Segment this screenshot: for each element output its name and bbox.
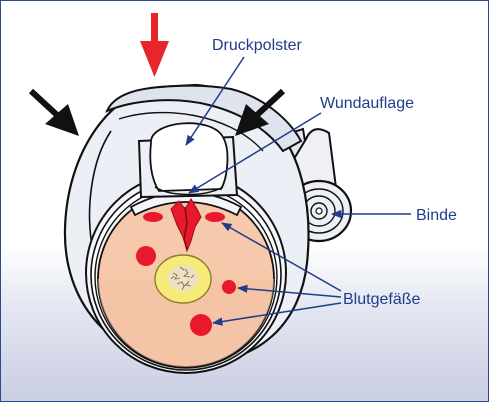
label-wundauflage: Wundauflage (320, 95, 414, 112)
blood-vessel (143, 212, 163, 222)
pressure-pad (137, 122, 239, 199)
blood-vessel (205, 212, 225, 222)
blood-vessel (222, 280, 236, 294)
blood-vessel (136, 246, 156, 266)
leader-line-blutgefaesse (236, 284, 342, 298)
force-arrow-left-icon (28, 88, 79, 136)
pressure-arrow-icon (140, 13, 169, 77)
bone (154, 254, 212, 304)
leader-line-wundauflage (188, 112, 322, 194)
leader-line-blutgefaesse (211, 302, 342, 326)
leader-line-blutgefaesse (221, 222, 342, 292)
blood-vessels (136, 212, 236, 336)
blood-vessel (190, 314, 212, 336)
label-blutgefaesse: Blutgefäße (343, 291, 420, 308)
label-druckpolster: Druckpolster (212, 37, 302, 54)
leader-line-druckpolster (185, 56, 245, 146)
force-arrow-right-icon (235, 88, 286, 136)
wound (170, 198, 202, 253)
label-binde: Binde (416, 207, 457, 224)
